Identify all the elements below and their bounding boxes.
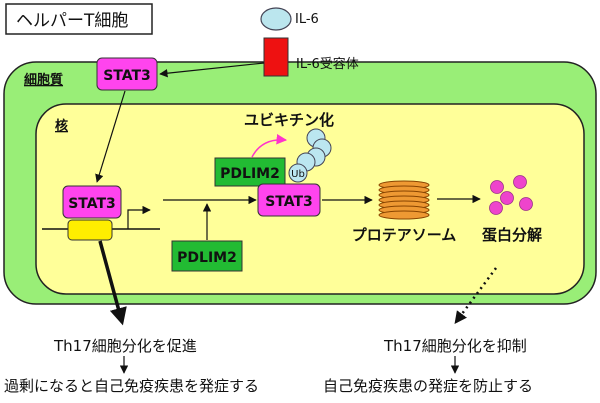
stat3-cytoplasm-label: STAT3: [103, 68, 151, 84]
stat3-nucleus: [62, 185, 122, 219]
il6-receptor-label: IL-6受容体: [296, 56, 359, 72]
ubiquitin-unit-1: [288, 163, 308, 183]
ub-label: Ub: [291, 169, 305, 180]
ubiquitination-label: ユビキチン化: [244, 111, 334, 129]
autoimmune-excess-text: 過剰になると自己免疫疾患を発症する: [4, 377, 259, 395]
arrow-promote: [98, 240, 127, 326]
cell-label-box: [5, 3, 153, 35]
nucleus-label: 核: [55, 118, 68, 134]
protein-degradation-label: 蛋白分解: [482, 226, 542, 244]
th17-suppress-text: Th17細胞分化を抑制: [383, 337, 527, 355]
pdlim2-upper: [214, 157, 286, 187]
ubiquitin-chain: [288, 128, 332, 183]
transcription-start-arrow: [127, 205, 151, 229]
proteasome: [378, 180, 430, 220]
stat3-cytoplasm: [96, 57, 158, 91]
cell-label: ヘルパーT細胞: [16, 11, 128, 31]
protein-fragments: [489, 175, 533, 215]
arrow-receptor-to-stat3: [159, 62, 265, 78]
il6-receptor: [263, 37, 289, 77]
pdlim2-upper-label: PDLIM2: [220, 166, 280, 182]
arrow-pdlim2-to-ubiquitin: [251, 133, 288, 158]
proteasome-label: プロテアソーム: [352, 226, 457, 244]
autoimmune-prevent-text: 自己免疫疾患の発症を防止する: [323, 377, 533, 395]
promoter-box: [67, 219, 113, 241]
il6-label: IL-6: [295, 12, 319, 27]
stat3-ubiquitinated: [257, 183, 321, 217]
stat3-ubiquitinated-label: STAT3: [265, 194, 313, 210]
stat3-nucleus-label: STAT3: [68, 196, 116, 212]
pdlim2-lower: [171, 240, 243, 272]
pdlim2-lower-label: PDLIM2: [177, 250, 237, 266]
cytoplasm-label: 細胞質: [24, 72, 63, 88]
th17-promote-text: Th17細胞分化を促進: [53, 337, 197, 355]
arrow-stat3-to-nucleus: [95, 90, 126, 183]
il6-ligand: [260, 7, 292, 31]
